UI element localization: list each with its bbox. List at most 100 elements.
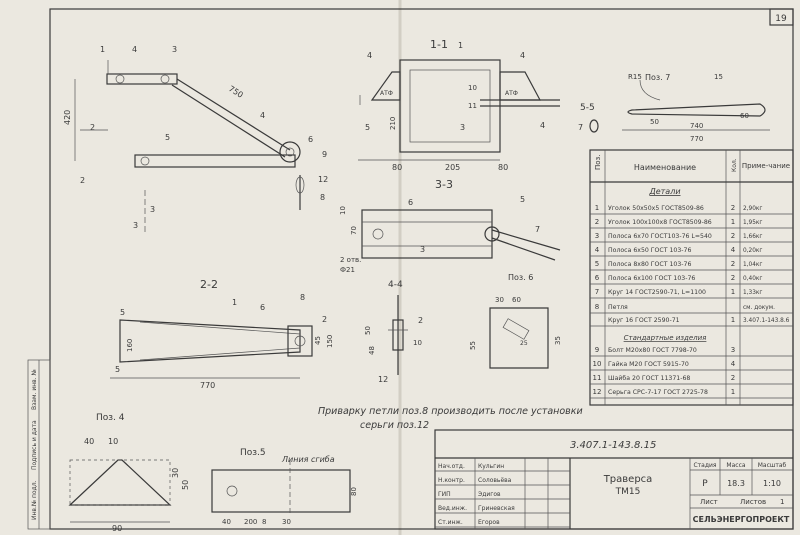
s44-pos-10: 10 bbox=[413, 339, 422, 347]
table-cell-pos: 8 bbox=[595, 303, 599, 311]
signature-name: Егоров bbox=[478, 519, 500, 526]
dim-80-p5: 80 bbox=[350, 487, 358, 496]
table-cell-pos: 11 bbox=[593, 374, 602, 382]
table-cell-pos: 6 bbox=[595, 274, 600, 282]
signature-role: Вед.инж. bbox=[438, 505, 467, 512]
dim-770c: 770 bbox=[690, 135, 703, 143]
table-cell-qty: 2 bbox=[731, 274, 735, 282]
dim-80a: 80 bbox=[392, 163, 402, 172]
title-2: ТМ15 bbox=[615, 487, 641, 497]
dim-205: 205 bbox=[445, 163, 460, 172]
signature-role: Н.контр. bbox=[438, 477, 465, 484]
dim-10b: 10 bbox=[108, 437, 118, 446]
dim-10: 10 bbox=[339, 206, 347, 215]
table-cell-note: 1,04кг bbox=[743, 262, 762, 268]
sheet-number-box bbox=[769, 8, 794, 26]
dim-40: 40 bbox=[84, 437, 94, 446]
main-pos-1: 1 bbox=[100, 45, 105, 54]
main-pos-4b: 4 bbox=[260, 111, 265, 120]
signature-role: Нач.отд. bbox=[438, 463, 465, 470]
stage-value: Р bbox=[702, 479, 708, 489]
s11-pos-4c: 4 bbox=[540, 121, 545, 130]
dim-r15a: R15 bbox=[628, 73, 642, 81]
label-poz5: Поз.5 bbox=[240, 448, 266, 458]
table-cell-name: Круг 16 ГОСТ 2590-71 bbox=[608, 317, 680, 324]
table-cell-name: Болт М20х80 ГОСТ 7798-70 bbox=[608, 347, 697, 354]
dim-770b: 770 bbox=[200, 381, 215, 390]
sheets-label: Листов bbox=[740, 498, 766, 506]
table-cell-qty: 2 bbox=[731, 232, 735, 240]
s11-pos-1: 1 bbox=[458, 41, 463, 50]
s22-pos-5b: 5 bbox=[115, 365, 120, 374]
main-pos-2b: 2 bbox=[80, 176, 85, 185]
dim-30b: 30 bbox=[495, 296, 504, 304]
section-parts: Детали bbox=[648, 187, 680, 196]
s11-pos-11: 11 bbox=[468, 102, 477, 110]
title-block bbox=[434, 429, 794, 530]
table-cell-pos: 1 bbox=[595, 204, 599, 212]
signature-name: Эдигов bbox=[478, 491, 501, 498]
p7-pos-7: 7 bbox=[578, 123, 583, 132]
table-cell-note: 0,40кг bbox=[743, 276, 762, 282]
dim-90: 90 bbox=[112, 524, 122, 533]
table-cell-qty: 1 bbox=[731, 316, 735, 324]
table-cell-name: Полоса 6х70 ГОСТ103-76 L=540 bbox=[608, 233, 712, 240]
section-1-1: 1-1 АТФ АТФ 80 205 80 210 4 1 4 3 11 10 … bbox=[358, 38, 560, 172]
table-cell-qty: 1 bbox=[731, 218, 735, 226]
dim-40b: 40 bbox=[222, 518, 231, 526]
label-4-4: 4-4 bbox=[388, 280, 403, 290]
table-cell-qty: 1 bbox=[731, 388, 735, 396]
dim-420: 420 bbox=[63, 110, 72, 125]
note-line-1: Приварку петли поз.8 производить после у… bbox=[318, 406, 583, 417]
section-3-3: 3-3 2 отв. Ф21 70 10 3 7 6 5 bbox=[339, 178, 561, 274]
s44-pos-12: 12 bbox=[378, 375, 388, 384]
table-cell-qty: 4 bbox=[731, 246, 736, 254]
table-cell-note: см. докум. bbox=[743, 305, 775, 311]
table-cell-name: Гайка М20 ГОСТ 5915-70 bbox=[608, 360, 689, 368]
poz-6: Поз. 6 30 60 55 35 25 bbox=[469, 273, 562, 369]
side-stamp-2: Подпись и дата bbox=[31, 420, 38, 470]
dim-phi21: Ф21 bbox=[340, 266, 355, 274]
s22-pos-8: 8 bbox=[300, 293, 305, 302]
poz-4: Поз. 4 90 40 10 50 30 bbox=[68, 413, 190, 533]
s11-pos-4: 4 bbox=[367, 51, 372, 60]
section-4-4: 4-4 50 48 2 10 12 bbox=[364, 280, 423, 384]
th-pos: Поз. bbox=[594, 155, 602, 171]
table-cell-qty: 2 bbox=[731, 374, 735, 382]
mass-header: Масса bbox=[726, 462, 745, 469]
table-cell-note: 0,20кг bbox=[743, 248, 762, 254]
table-cell-name: Полоса 6х100 ГОСТ 103-76 bbox=[608, 275, 695, 282]
sheets-value: 1 bbox=[780, 498, 784, 506]
label-poz4: Поз. 4 bbox=[96, 413, 125, 423]
dim-210: 210 bbox=[389, 117, 397, 130]
th-note: Приме-чание bbox=[742, 162, 790, 170]
s11-pos-3: 3 bbox=[460, 123, 465, 132]
dim-25: 25 bbox=[520, 340, 528, 347]
dim-30c: 30 bbox=[282, 518, 291, 526]
table-cell-name: Уголок 100х100х8 ГОСТ8509-86 bbox=[608, 219, 712, 226]
table-cell-note: 1,95кг bbox=[743, 220, 762, 226]
spec-table bbox=[589, 149, 794, 406]
dim-48: 48 bbox=[368, 346, 376, 355]
label-5-5: 5-5 bbox=[580, 103, 595, 113]
section-2-2: 2-2 770 150 45 160 5 1 6 8 2 5 bbox=[110, 278, 334, 390]
signature-name: Кульгин bbox=[478, 463, 504, 470]
table-cell-name: Петля bbox=[608, 304, 628, 311]
table-cell-pos: 10 bbox=[593, 360, 602, 368]
main-pos-5: 5 bbox=[165, 133, 170, 142]
poz-5: Поз.5 Линия сгиба 40 200 8 30 80 bbox=[211, 448, 358, 526]
dim-160: 160 bbox=[126, 339, 134, 352]
table-cell-note: 2,90кг bbox=[743, 206, 762, 212]
label-1-1: 1-1 bbox=[430, 38, 448, 51]
stage-header: Стадия bbox=[693, 462, 716, 469]
table-cell-qty: 1 bbox=[731, 288, 735, 296]
table-cell-name: Шайба 20 ГОСТ 11371-68 bbox=[608, 374, 690, 382]
signature-name: Соловьёва bbox=[478, 477, 512, 484]
dim-30: 30 bbox=[171, 468, 180, 478]
signature-role: ГИП bbox=[438, 491, 451, 498]
dim-r15b: 15 bbox=[714, 73, 723, 81]
table-cell-note: 1,66кг bbox=[743, 234, 762, 240]
